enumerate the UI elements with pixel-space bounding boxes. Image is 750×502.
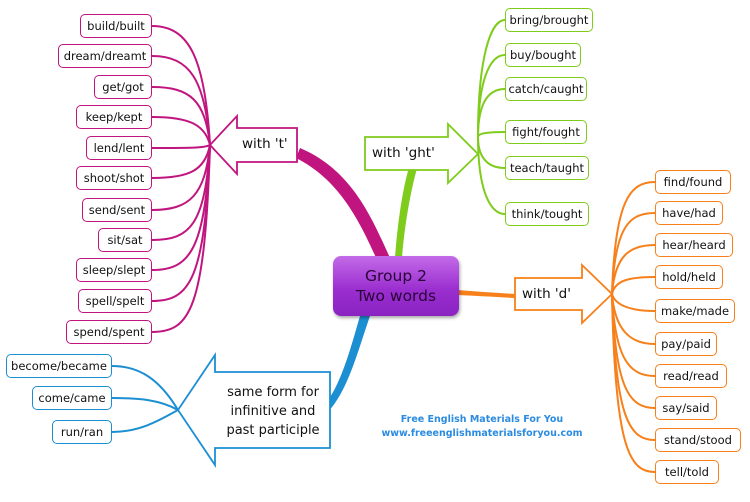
verb-node: shoot/shot	[76, 166, 152, 190]
verb-node: think/tought	[505, 202, 589, 226]
verb-node: read/read	[655, 364, 727, 388]
footer-url: www.freeenglishmaterialsforyou.com	[381, 428, 583, 439]
trunk-orange	[458, 290, 515, 298]
branch-same-shape	[176, 352, 331, 468]
verb-node: get/got	[94, 75, 152, 99]
branch-d-shape	[514, 262, 614, 326]
verb-node: bring/brought	[505, 8, 593, 32]
verb-node: become/became	[6, 354, 112, 378]
verb-node: stand/stood	[655, 428, 741, 452]
trunk-pink	[296, 148, 390, 262]
verb-node: have/had	[655, 201, 723, 225]
verb-node: catch/caught	[505, 77, 587, 101]
verb-node: teach/taught	[505, 156, 589, 180]
footer-title: Free English Materials For You	[400, 414, 564, 425]
branch-same-line-1: same form for	[227, 385, 319, 400]
trunk-green	[395, 165, 418, 258]
verb-node: dream/dreamt	[58, 44, 152, 68]
verb-node: spell/spelt	[78, 289, 152, 313]
branch-same-line-3: past participle	[226, 423, 320, 438]
verb-node: find/found	[655, 170, 731, 194]
verb-node: keep/kept	[76, 105, 152, 129]
verb-node: make/made	[655, 299, 735, 323]
verb-node: buy/bought	[505, 43, 581, 67]
verb-node: build/built	[80, 14, 152, 38]
branch-same-label: same form for infinitive and past partic…	[218, 383, 328, 440]
central-topic-line-2: Two words	[355, 287, 437, 305]
central-topic-line-1: Group 2	[365, 267, 427, 285]
verb-node: sleep/slept	[76, 258, 152, 282]
branch-t-label: with 't'	[242, 136, 288, 152]
verb-node: say/said	[655, 396, 717, 420]
branch-d-label: with 'd'	[522, 286, 571, 302]
verb-node: come/came	[32, 386, 112, 410]
branch-same-line-2: infinitive and	[230, 404, 316, 419]
verb-node: tell/told	[655, 460, 719, 484]
verb-node: lend/lent	[86, 136, 152, 160]
verb-node: send/sent	[82, 198, 152, 222]
verb-node: hold/held	[655, 265, 723, 289]
verb-node: hear/heard	[655, 233, 733, 257]
verb-node: pay/paid	[655, 332, 717, 356]
branch-ght-shape	[364, 121, 480, 186]
trunk-blue	[320, 316, 370, 414]
verb-node: run/ran	[52, 420, 112, 444]
branch-ght-label: with 'ght'	[372, 145, 435, 161]
branch-t-shape	[208, 113, 298, 177]
verb-node: fight/fought	[505, 120, 587, 144]
verb-node: spend/spent	[66, 320, 152, 344]
verb-node: sit/sat	[98, 228, 152, 252]
central-topic: Group 2 Two words	[333, 256, 459, 316]
